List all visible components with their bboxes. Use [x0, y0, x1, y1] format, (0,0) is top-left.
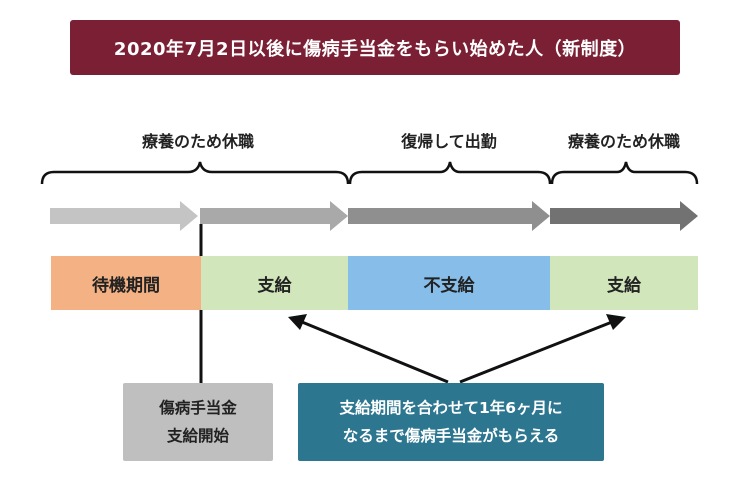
brace-leave-1 [40, 161, 350, 185]
segment-unpaid: 不支給 [348, 256, 550, 310]
timeline-arrow-4 [550, 201, 698, 231]
note-benefit-period: 支給期間を合わせて1年6ヶ月に なるまで傷病手当金がもらえる [298, 383, 604, 461]
segment-waiting-period: 待機期間 [51, 256, 201, 310]
note-arrow-left [301, 320, 449, 384]
brace-return [348, 161, 552, 185]
note-period-line-1: 支給期間を合わせて1年6ヶ月に [339, 399, 563, 417]
page-title: 2020年7月2日以後に傷病手当金をもらい始めた人（新制度） [70, 20, 680, 75]
segment-paid-2: 支給 [550, 256, 698, 310]
phase-label-leave-2: 療養のため休職 [567, 132, 680, 151]
brace-leave-2 [550, 161, 699, 185]
note-start-line-1: 傷病手当金 [159, 399, 237, 417]
segment-paid-1: 支給 [201, 256, 348, 310]
phase-label-return: 復帰して出勤 [401, 132, 497, 151]
note-period-line-2: なるまで傷病手当金がもらえる [342, 427, 560, 445]
timeline-arrow-2 [200, 201, 348, 231]
note-start-line-2: 支給開始 [166, 427, 229, 445]
timeline-arrow-1 [50, 201, 198, 231]
note-arrow-right [459, 320, 613, 384]
phase-label-leave-1: 療養のため休職 [141, 132, 254, 151]
timeline-arrow-3 [348, 201, 550, 231]
note-benefit-start: 傷病手当金 支給開始 [123, 383, 273, 461]
